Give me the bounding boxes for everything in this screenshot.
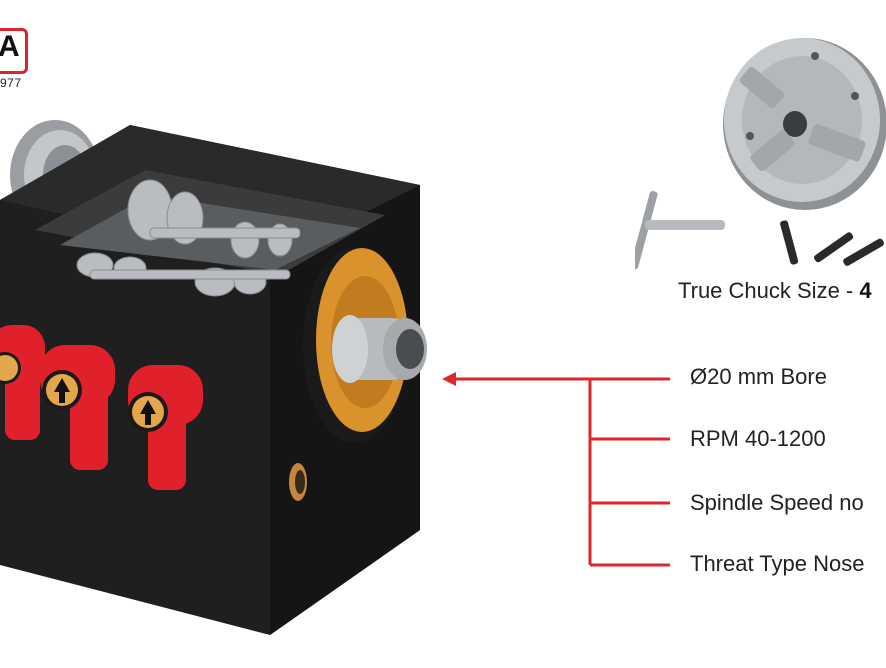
brand-year: 977	[0, 76, 22, 90]
spec-bore: Ø20 mm Bore	[690, 364, 827, 389]
chuck-accessories-image	[635, 191, 884, 269]
chuck-size-label: True Chuck Size - 4	[678, 278, 872, 304]
speed-lever-2-icon	[40, 345, 115, 470]
spec-rpm: RPM 40-1200	[690, 426, 826, 451]
spindle-nose-icon	[332, 315, 427, 383]
headstock-product-image	[0, 120, 427, 635]
brand-logo	[0, 28, 28, 74]
spec-spindle-speed: Spindle Speed no	[690, 490, 864, 515]
brand-logo-letter: A	[0, 30, 20, 63]
three-jaw-chuck-image	[723, 38, 886, 210]
chuck-size-value: 4	[859, 278, 872, 303]
callout-connector	[442, 372, 670, 567]
callout-arrow-icon	[442, 372, 456, 386]
spec-nose-type: Threat Type Nose	[690, 551, 865, 576]
chuck-bolts-icon	[780, 220, 884, 266]
speed-lever-1-icon	[0, 325, 45, 440]
chuck-size-prefix: True Chuck Size -	[678, 278, 860, 303]
chuck-key-icon	[635, 191, 725, 269]
gear-train-icon	[76, 179, 301, 297]
speed-lever-3-icon	[128, 365, 203, 490]
